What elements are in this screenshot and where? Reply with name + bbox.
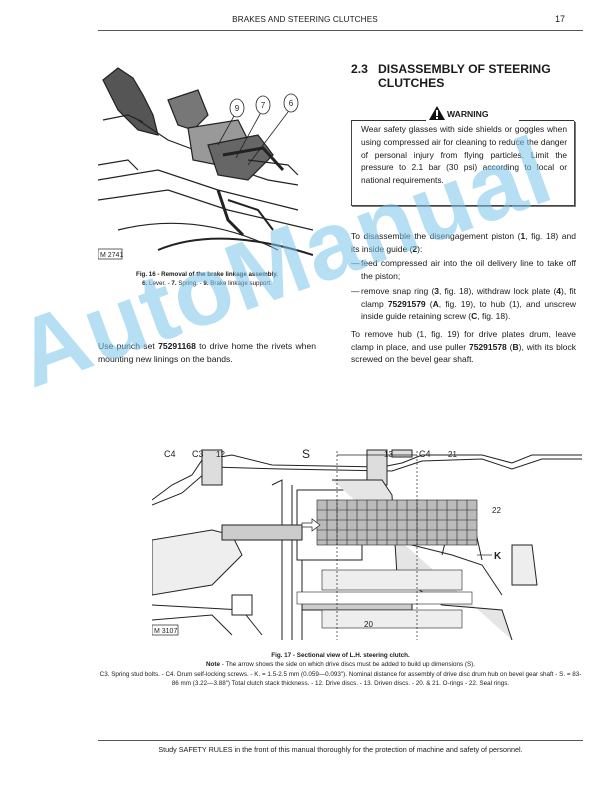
callout-c4-right: C4 xyxy=(419,449,431,459)
dimension-k-label: K xyxy=(494,551,502,562)
callout-22: 22 xyxy=(492,506,501,515)
callout-7: 7 xyxy=(261,101,266,110)
procedure-paragraph: To disassemble the disengagement piston … xyxy=(351,230,576,323)
part-number: 75291578 xyxy=(468,341,507,352)
callout-12: 12 xyxy=(216,450,225,459)
figure-17-sectional-drawing: C4 C3 12 S 13 C4 21 22 K 20 M 3107 xyxy=(151,445,582,641)
procedure-intro: To disassemble the disengagement piston … xyxy=(351,231,576,254)
callout-21: 21 xyxy=(448,450,457,459)
punch-set-paragraph: Use punch set 75291168 to drive home the… xyxy=(98,341,317,364)
hub-removal-paragraph: To remove hub (1, fig. 19) for drive pla… xyxy=(351,329,576,365)
footer-safety-note: Study SAFETY RULES in the front of this … xyxy=(158,745,523,754)
footer-rule xyxy=(98,740,583,741)
part-number: 75291579 xyxy=(387,298,426,309)
header-rule xyxy=(98,30,583,31)
warning-rule-left xyxy=(351,120,426,121)
dimension-s-label: S xyxy=(302,447,310,461)
section-number: 2.3 xyxy=(351,62,368,76)
disc-addition-arrow-icon xyxy=(301,518,321,532)
page-number: 17 xyxy=(555,14,566,24)
callout-6: 6 xyxy=(289,99,294,108)
figure-17-caption: Fig. 17 - Sectional view of L.H. steerin… xyxy=(98,651,583,688)
callout-9: 9 xyxy=(235,104,240,113)
figure-16-caption-title: Fig. 16 - Removal of the brake linkage a… xyxy=(136,271,278,278)
warning-text: Wear safety glasses with side shields or… xyxy=(361,124,567,186)
figure-16-legend: 6. Lever. - 7. Spring. - 9. Brake linkag… xyxy=(142,280,272,287)
figure-16-illustration: 9 7 6 M 2741 xyxy=(97,60,314,265)
warning-triangle-icon xyxy=(429,106,445,120)
callout-c3: C3 xyxy=(192,449,204,459)
warning-box xyxy=(351,121,575,206)
part-number: 75291168 xyxy=(158,341,196,351)
warning-header: WARNING xyxy=(351,103,574,121)
plate-id: M 3107 xyxy=(154,628,177,635)
procedure-step-1: — feed compressed air into the oil deliv… xyxy=(351,258,576,282)
running-header-title: BRAKES AND STEERING CLUTCHES xyxy=(232,15,378,24)
procedure-step-2: — remove snap ring (3, fig. 18), withdra… xyxy=(351,285,576,322)
callout-20: 20 xyxy=(364,620,373,629)
figure-16-caption: Fig. 16 - Removal of the brake linkage a… xyxy=(96,270,318,288)
warning-label: WARNING xyxy=(447,109,489,119)
plate-id: M 2741 xyxy=(100,252,123,259)
callout-c4-left: C4 xyxy=(164,449,176,459)
figure-17-note: Note - The arrow shows the side on which… xyxy=(205,661,476,669)
callout-13: 13 xyxy=(384,450,393,459)
figure-17-legend: C3. Spring stud bolts. - C4. Drum self-l… xyxy=(99,670,582,687)
figure-17-caption-title: Fig. 17 - Sectional view of L.H. steerin… xyxy=(271,652,410,659)
warning-rule-right xyxy=(519,120,574,121)
